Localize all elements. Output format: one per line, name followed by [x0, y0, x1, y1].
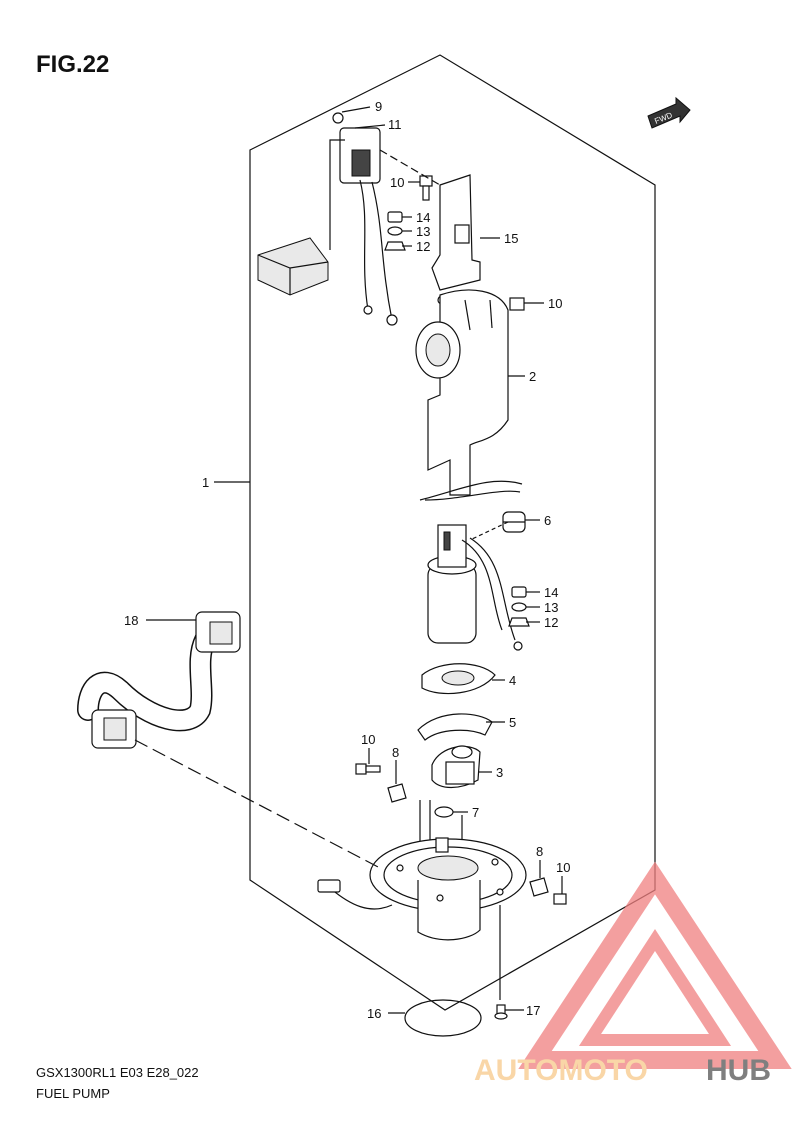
callout-8a: 8	[392, 745, 399, 760]
pump-base-plate	[369, 837, 527, 941]
callout-5: 5	[509, 715, 516, 730]
bolt-10a	[419, 175, 433, 201]
callout-labels: 9 11 10 14 13 12 15 10 2 1 6 14 13 12 18…	[124, 99, 570, 1021]
callout-9: 9	[375, 99, 382, 114]
clip-8b	[529, 877, 549, 897]
callout-2: 2	[529, 369, 536, 384]
callout-1: 1	[202, 475, 209, 490]
callout-16: 16	[367, 1006, 381, 1021]
clip-8a	[387, 783, 407, 803]
callout-12b: 12	[544, 615, 558, 630]
pump-lead-wire	[419, 480, 523, 501]
fuel-filter-part	[431, 745, 481, 789]
grommet-part	[502, 511, 526, 533]
section-name: FUEL PUMP	[36, 1086, 110, 1101]
plate-part	[417, 713, 493, 741]
pump-lead-wire-2	[424, 490, 521, 501]
gasket-ring-16	[404, 999, 482, 1037]
callout-10c: 10	[361, 732, 375, 747]
lower-harness-connector	[317, 879, 341, 893]
callout-15: 15	[504, 231, 518, 246]
callout-14b: 14	[544, 585, 558, 600]
watermark-triangle-icon	[518, 861, 792, 1069]
callout-10b: 10	[548, 296, 562, 311]
fuel-level-sender	[257, 112, 398, 326]
callout-3: 3	[496, 765, 503, 780]
screw-17	[494, 1004, 508, 1020]
watermark-text-primary: AUTOMOTO	[474, 1054, 648, 1087]
model-code: GSX1300RL1 E03 E28_022	[36, 1065, 199, 1080]
watermark-text-secondary: HUB	[706, 1054, 771, 1087]
callout-10a: 10	[390, 175, 404, 190]
callout-13a: 13	[416, 224, 430, 239]
callout-11: 11	[388, 117, 402, 132]
bolt-10d	[553, 893, 567, 905]
callout-10d: 10	[556, 860, 570, 875]
leader-lines	[134, 106, 563, 1014]
fuel-pump-motor	[427, 524, 523, 651]
callout-6: 6	[544, 513, 551, 528]
callout-17: 17	[526, 1003, 540, 1018]
callout-13b: 13	[544, 600, 558, 615]
callout-4: 4	[509, 673, 516, 688]
fuel-hose-part	[77, 611, 241, 749]
callout-8b: 8	[536, 844, 543, 859]
figure-title: FIG.22	[36, 51, 109, 78]
callout-12a: 12	[416, 239, 430, 254]
nut-washer-set-top	[384, 211, 406, 251]
bolt-10c	[355, 763, 381, 775]
fwd-arrow-icon: FWD	[647, 96, 691, 129]
callout-18: 18	[124, 613, 138, 628]
callout-7: 7	[472, 805, 479, 820]
watermark-logo: AUTOMOTO HUB	[474, 861, 792, 1087]
o-ring-7	[434, 806, 454, 818]
callout-14a: 14	[416, 210, 430, 225]
bracket-part	[431, 174, 481, 305]
pump-case	[415, 289, 525, 496]
